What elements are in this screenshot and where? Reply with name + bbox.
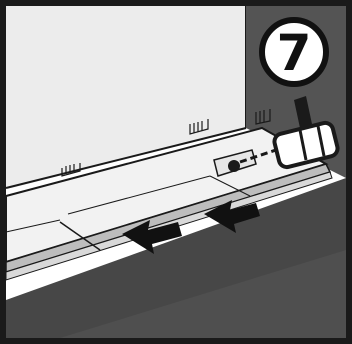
step-number: 7 (277, 24, 312, 82)
step-badge: 7 (262, 20, 326, 84)
